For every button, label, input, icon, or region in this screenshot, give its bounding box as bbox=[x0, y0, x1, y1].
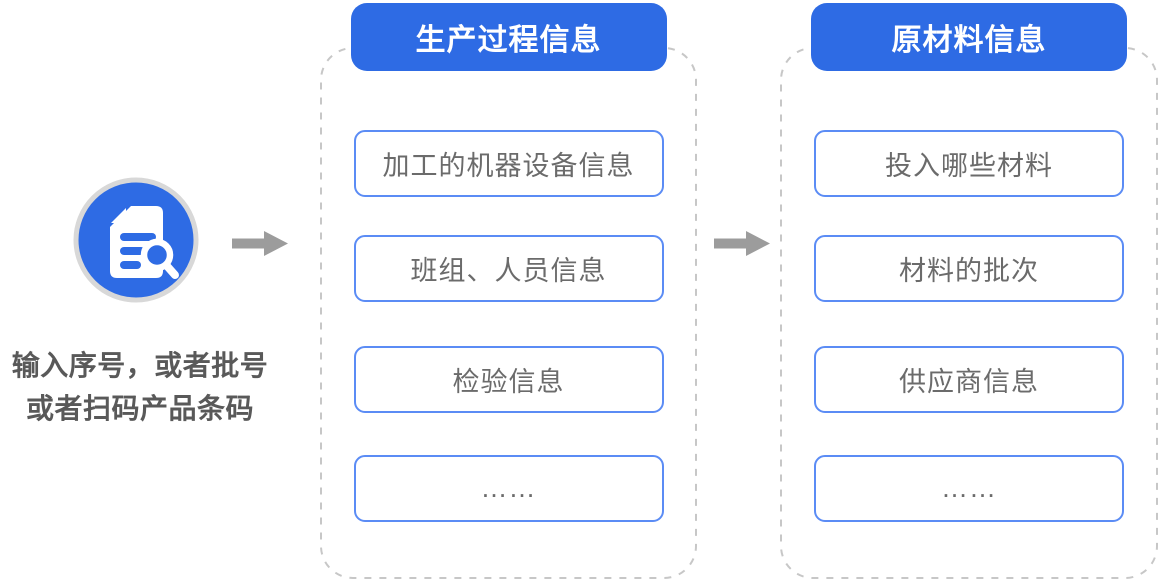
source-caption-line2: 或者扫码产品条码 bbox=[25, 393, 254, 424]
panel-raw-material: 原材料信息 投入哪些材料 材料的批次 供应商信息 …… bbox=[780, 3, 1158, 579]
info-box-material-batch: 材料的批次 bbox=[814, 235, 1124, 302]
source-caption: 输入序号，或者批号 或者扫码产品条码 bbox=[0, 344, 280, 430]
right-arrow-icon bbox=[714, 231, 770, 256]
panel-title-production-process: 生产过程信息 bbox=[350, 3, 667, 71]
right-arrow-icon bbox=[232, 231, 288, 256]
document-search-icon bbox=[72, 176, 200, 304]
source-caption-line1: 输入序号，或者批号 bbox=[11, 350, 269, 381]
info-box-material-more: …… bbox=[814, 455, 1124, 522]
info-box-machine-equipment: 加工的机器设备信息 bbox=[353, 130, 664, 197]
panel-production-process: 生产过程信息 加工的机器设备信息 班组、人员信息 检验信息 …… bbox=[320, 3, 697, 579]
document-search-icon-svg bbox=[73, 177, 199, 303]
info-box-supplier: 供应商信息 bbox=[814, 346, 1124, 413]
info-box-inspection: 检验信息 bbox=[353, 346, 664, 413]
info-box-team-personnel: 班组、人员信息 bbox=[353, 235, 664, 302]
panel-title-raw-material: 原材料信息 bbox=[811, 3, 1127, 71]
info-box-materials-used: 投入哪些材料 bbox=[814, 130, 1124, 197]
info-box-production-more: …… bbox=[353, 455, 664, 522]
